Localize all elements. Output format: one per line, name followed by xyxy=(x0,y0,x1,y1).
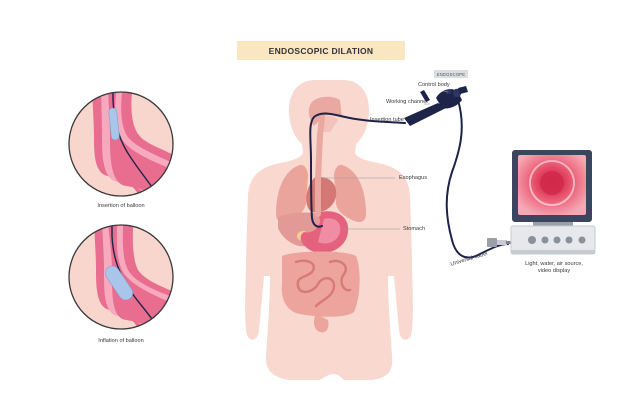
label-insertion-of-balloon: Insertion of balloon xyxy=(81,203,161,210)
video-monitor xyxy=(512,150,592,226)
label-control-body: Control body xyxy=(418,82,450,89)
label-light-source-line2: video display xyxy=(512,268,596,275)
diagram-title: ENDOSCOPIC DILATION xyxy=(237,41,405,60)
label-working-channel: Working channel xyxy=(386,99,428,106)
label-insertion-tube: Insertion tube xyxy=(370,117,404,124)
inset-inflation-of-balloon xyxy=(60,215,180,340)
label-light-source: Light, water, air source, video display xyxy=(512,261,596,275)
light-source-unit xyxy=(511,226,595,254)
label-inflation-of-balloon: Inflation of balloon xyxy=(81,338,161,345)
label-light-source-line1: Light, water, air source, xyxy=(512,261,596,268)
label-esophagus: Esophagus xyxy=(399,175,427,182)
endoscope-universal-cable xyxy=(447,100,508,258)
endoscope-control-body xyxy=(404,86,468,126)
label-stomach: Stomach xyxy=(403,226,425,233)
inset-insertion-of-balloon xyxy=(60,80,180,205)
endoscope-tag: ENDOSCOPE xyxy=(434,70,468,78)
